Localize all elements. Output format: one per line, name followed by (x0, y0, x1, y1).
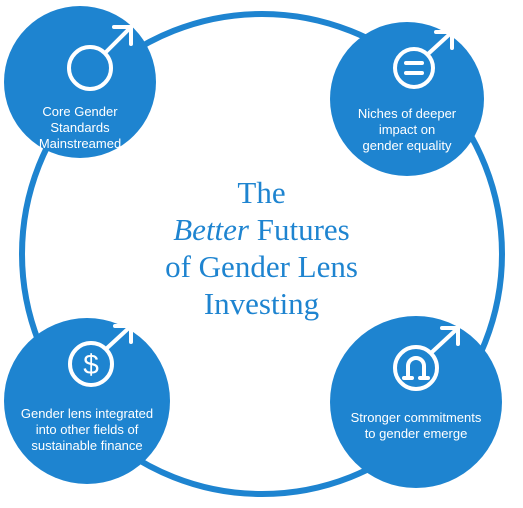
title-emphasis: Better (173, 212, 249, 247)
node-label-core-standards: Core Gender Standards Mainstreamed (38, 104, 122, 151)
male-symbol-equals-icon (393, 30, 454, 89)
male-symbol-magnet-icon (393, 326, 460, 391)
node-label-gender-lens-integrated: Gender lens integrated into other fields… (20, 406, 154, 453)
title-line-4: Investing (203, 286, 320, 321)
title-line-1: The (237, 175, 286, 210)
node-core-standards: Core Gender Standards Mainstreamed (4, 6, 156, 158)
svg-text:$: $ (83, 349, 99, 380)
node-gender-lens-integrated: $ Gender lens integrated into other fiel… (4, 318, 170, 484)
title-line-2-rest: Futures (249, 212, 350, 247)
title-line-3: of Gender Lens (165, 249, 358, 284)
male-symbol-icon (67, 25, 133, 91)
diagram-title: The Better Futures of Gender Lens Invest… (120, 174, 403, 322)
node-niches-impact: Niches of deeper impact on gender equali… (330, 22, 484, 176)
node-label-stronger-commitments: Stronger commitments to gender emerge (350, 410, 482, 441)
node-stronger-commitments: Stronger commitments to gender emerge (330, 316, 502, 488)
title-line-2: Better Futures (120, 211, 403, 248)
male-symbol-dollar-icon: $ (68, 324, 133, 387)
node-label-niches-impact: Niches of deeper impact on gender equali… (357, 106, 457, 153)
